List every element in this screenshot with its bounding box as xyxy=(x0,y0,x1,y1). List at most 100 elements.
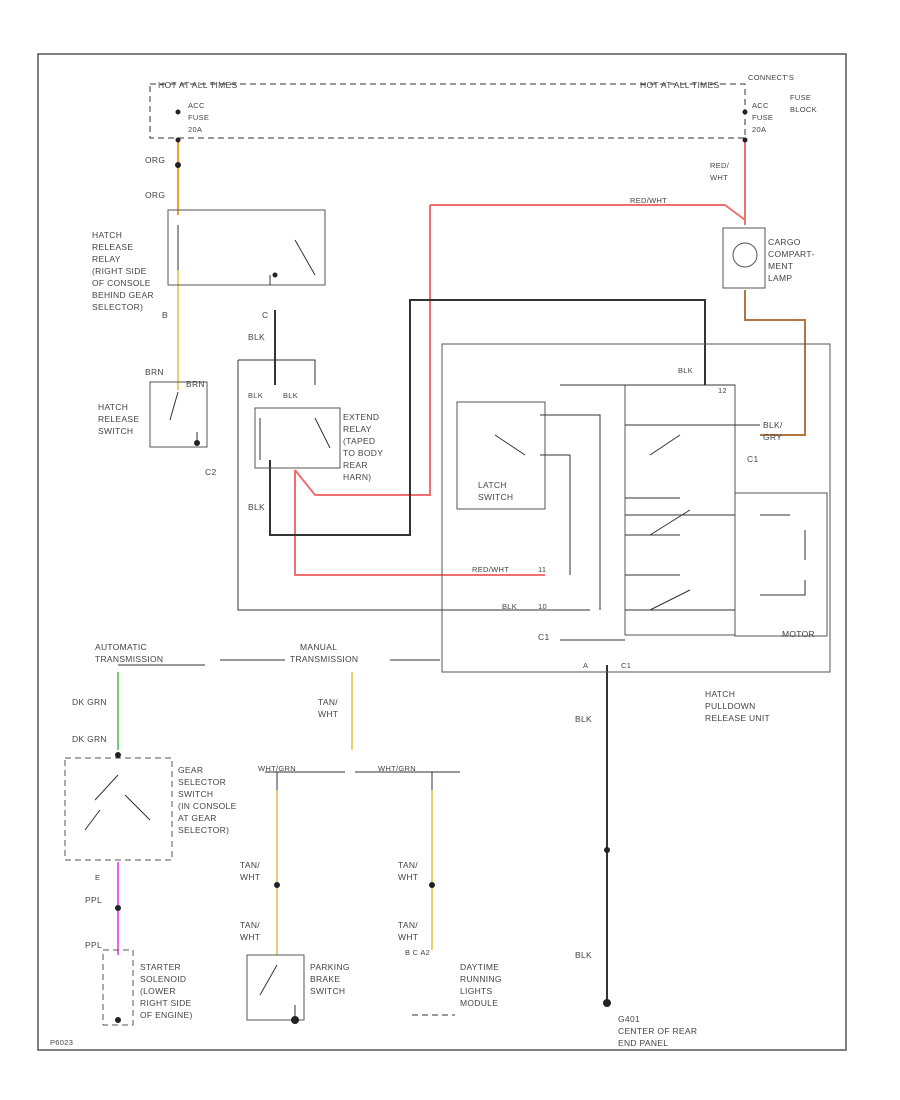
wire-red-top xyxy=(294,204,746,496)
hot-left-label: HOT AT ALL TIMES xyxy=(158,80,237,90)
hatch-relay-7: SELECTOR) xyxy=(92,302,143,312)
node xyxy=(291,1016,299,1024)
fuse-block-1: CONNECT'S xyxy=(748,73,794,82)
blk-top: BLK xyxy=(678,366,693,375)
starter-box xyxy=(102,949,134,1026)
fuse-right-1: ACC xyxy=(752,101,769,110)
ground-2: CENTER OF REAR xyxy=(618,1026,697,1036)
tan-wht-2b: WHT xyxy=(240,872,260,882)
starter-4: RIGHT SIDE xyxy=(140,998,192,1008)
pin-top: 12 xyxy=(718,386,727,395)
internal-switch-box xyxy=(624,384,736,636)
motor-internal xyxy=(760,514,806,596)
dk-grn-2: DK GRN xyxy=(72,734,107,744)
pin-c: C xyxy=(262,310,268,320)
parking-3: SWITCH xyxy=(310,986,345,996)
cargo-lamp-1: CARGO xyxy=(768,237,801,247)
pin-11: 11 xyxy=(538,565,546,574)
extend-relay-3: (TAPED xyxy=(343,436,375,446)
extend-relay-5: REAR xyxy=(343,460,368,470)
fuse-right-3: 20A xyxy=(752,125,766,134)
ground-1: G401 xyxy=(618,1014,640,1024)
blk-3: BLK xyxy=(575,950,592,960)
node xyxy=(274,882,280,888)
ppl-2: PPL xyxy=(85,940,102,950)
cargo-lamp-3: MENT xyxy=(768,261,793,271)
blk-gry-1: BLK/ xyxy=(763,420,783,430)
extend-relay-4: TO BODY xyxy=(343,448,383,458)
tan-split-line xyxy=(265,771,460,790)
node xyxy=(603,999,611,1007)
ppl-1: PPL xyxy=(85,895,102,905)
hatch-relay-4: (RIGHT SIDE xyxy=(92,266,147,276)
fuse-block-3: BLOCK xyxy=(790,105,817,114)
pin-e: E xyxy=(95,873,100,882)
pin-b: B xyxy=(162,310,168,320)
hatch-unit-2: PULLDOWN xyxy=(705,701,756,711)
cargo-lamp-box xyxy=(722,227,766,289)
hatch-switch-contact xyxy=(169,391,198,445)
hatch-switch-1: HATCH xyxy=(98,402,128,412)
internal-switch-lines xyxy=(494,384,760,611)
gear-selector-4: (IN CONSOLE xyxy=(178,801,237,811)
blk-mid: BLK xyxy=(502,602,517,611)
node xyxy=(175,162,181,168)
hatch-switch-3: SWITCH xyxy=(98,426,133,436)
node xyxy=(272,272,278,278)
hatch-switch-box xyxy=(149,381,208,448)
red-wht-mid: RED/WHT xyxy=(472,565,509,574)
blk-long: BLK xyxy=(575,714,592,724)
extend-relay-6: HARN) xyxy=(343,472,371,482)
red-wht-right-2: WHT xyxy=(710,173,728,182)
wire-org-1: ORG xyxy=(145,155,165,165)
hot-right-label: HOT AT ALL TIMES xyxy=(640,80,719,90)
hatch-unit-3: RELEASE UNIT xyxy=(705,713,770,723)
blk-1: BLK xyxy=(248,332,265,342)
gear-selector-contacts xyxy=(84,774,151,831)
hatch-relay-6: BEHIND GEAR xyxy=(92,290,154,300)
node xyxy=(175,109,181,115)
red-wht-top: RED/WHT xyxy=(630,196,667,205)
brn: BRN xyxy=(145,367,164,377)
hatch-relay-switch xyxy=(177,225,316,285)
red-wht-right-1: RED/ xyxy=(710,161,730,170)
cargo-lamp-4: LAMP xyxy=(768,273,792,283)
hatch-unit-1: HATCH xyxy=(705,689,735,699)
parking-1: PARKING xyxy=(310,962,350,972)
node xyxy=(175,137,181,143)
gear-selector-5: AT GEAR xyxy=(178,813,217,823)
extend-relay-contact xyxy=(259,417,331,460)
diagram-id: P6023 xyxy=(50,1038,73,1047)
node xyxy=(742,109,748,115)
node xyxy=(115,752,121,758)
brn2: BRN xyxy=(186,379,205,389)
c1-bottom: C1 xyxy=(538,632,549,642)
motor-box xyxy=(734,492,828,637)
gear-selector-2: SELECTOR xyxy=(178,777,226,787)
daytime-pins: B C A2 xyxy=(405,948,430,957)
gear-selector-3: SWITCH xyxy=(178,789,213,799)
node xyxy=(115,1017,121,1023)
cargo-lamp-circle xyxy=(732,242,758,268)
pin-a: A xyxy=(583,661,588,670)
pin-10: 10 xyxy=(538,602,547,611)
gear-selector-box xyxy=(64,757,173,861)
hatch-switch-2: RELEASE xyxy=(98,414,139,424)
wire-red-mid xyxy=(294,470,545,576)
starter-5: OF ENGINE) xyxy=(140,1010,193,1020)
wht-grn2: WHT/GRN xyxy=(378,764,416,773)
latch-switch-2: SWITCH xyxy=(478,492,513,502)
fuse-block-2: FUSE xyxy=(790,93,811,102)
blk-a: BLK xyxy=(248,391,263,400)
daytime-2: RUNNING xyxy=(460,974,502,984)
tan-wht-2a: TAN/ xyxy=(240,860,260,870)
blk-b: BLK xyxy=(283,391,298,400)
blk-gry-2: GRY xyxy=(763,432,782,442)
c1-bot2: C1 xyxy=(621,661,631,670)
hatch-relay-3: RELAY xyxy=(92,254,121,264)
tan-wht-3b: WHT xyxy=(240,932,260,942)
blk-2: BLK xyxy=(248,502,265,512)
hatch-unit-box xyxy=(441,343,831,673)
hatch-relay-5: OF CONSOLE xyxy=(92,278,151,288)
diagram-frame xyxy=(37,53,847,1051)
